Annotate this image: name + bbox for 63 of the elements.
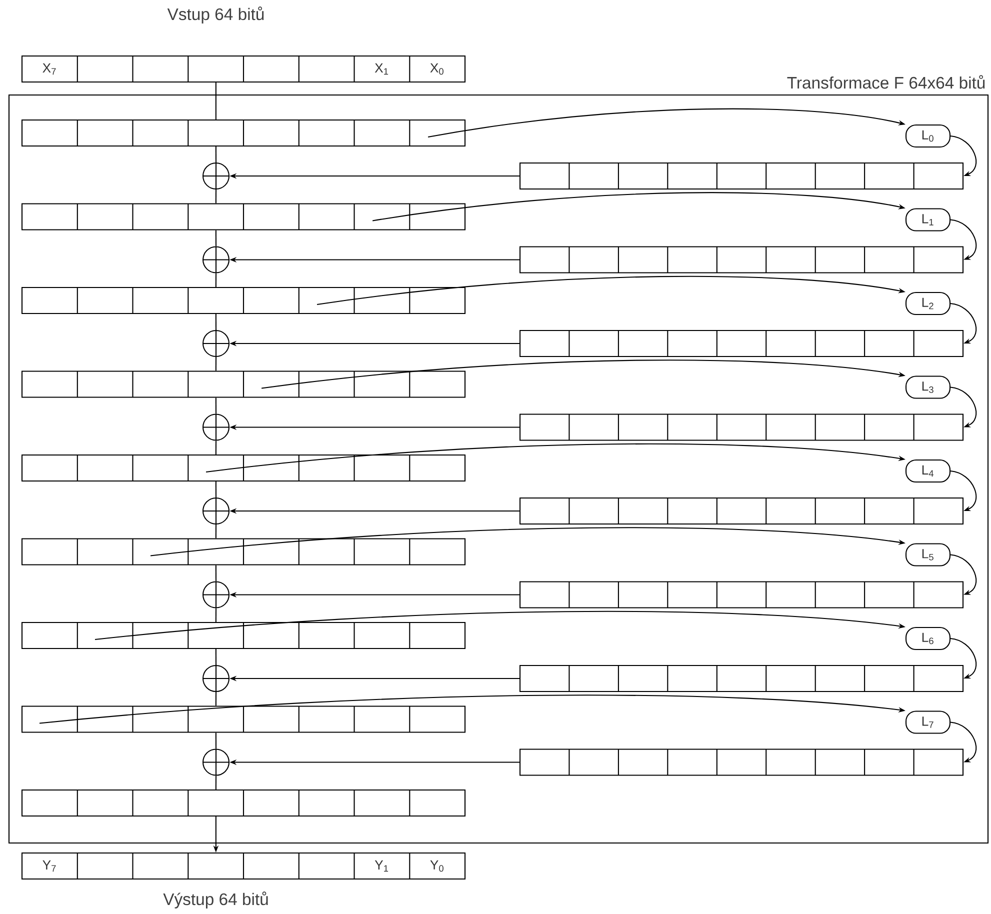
connector-line [215, 146, 217, 162]
function-box: L$_{0}$ [905, 124, 951, 148]
connector-line [215, 649, 217, 665]
register [21, 538, 466, 566]
register-caption: Vstup 64 bitů [167, 6, 264, 24]
register [21, 286, 466, 314]
register [21, 203, 466, 230]
function-box: L$_{4}$ [905, 459, 951, 483]
function-box: L$_{6}$ [905, 626, 951, 650]
function-box: L$_{7}$ [905, 710, 951, 734]
function-box: L$_{3}$ [905, 376, 951, 399]
xor-symbol [202, 330, 230, 358]
xor-symbol [202, 748, 230, 776]
register: Y$_{7}$ Y$_{1}$ Y$_{0}$ [21, 852, 466, 880]
connector-line [215, 82, 216, 120]
arrow [950, 386, 977, 428]
arrow [950, 135, 977, 176]
register [21, 119, 466, 147]
register-caption: Výstup 64 bitů [163, 892, 268, 908]
arrow [950, 722, 977, 762]
function-box: L$_{5}$ [905, 543, 951, 566]
register: X$_{7}$ X$_{1}$ X$_{0}$ [21, 55, 466, 83]
connector-line [215, 482, 217, 498]
arrow [950, 302, 977, 344]
xor-symbol [202, 414, 230, 441]
connector-line [215, 357, 217, 371]
register [21, 370, 466, 398]
node-label: Transformace F 64x64 bitů [787, 75, 985, 89]
xor-symbol [202, 664, 230, 692]
arrow [950, 554, 977, 595]
connector-line [215, 565, 217, 582]
xor-symbol [202, 497, 230, 525]
register [519, 162, 964, 190]
connector-line [215, 524, 217, 538]
connector-line [215, 190, 217, 204]
arrow [950, 219, 977, 260]
register [21, 622, 466, 650]
register [519, 664, 964, 692]
connector-line [215, 398, 217, 414]
register [519, 246, 964, 274]
register [21, 454, 466, 482]
connector-line [215, 230, 217, 246]
register [519, 497, 964, 525]
register [21, 706, 466, 733]
register [21, 789, 466, 817]
xor-symbol [202, 162, 230, 190]
connector-line [215, 692, 217, 706]
connector-line [215, 314, 217, 330]
connector-line [215, 273, 217, 287]
xor-symbol [202, 581, 230, 608]
register [519, 748, 964, 776]
function-box: L$_{2}$ [905, 292, 951, 316]
xor-symbol [202, 246, 230, 274]
function-box: L$_{1}$ [905, 208, 951, 232]
arrow [950, 638, 977, 679]
register [519, 414, 964, 441]
connector-line [215, 776, 217, 790]
connector-line [215, 440, 217, 454]
arrow [950, 470, 977, 512]
connector-line [215, 732, 217, 749]
register [519, 330, 964, 358]
register [519, 581, 964, 608]
connector-line [215, 608, 217, 622]
